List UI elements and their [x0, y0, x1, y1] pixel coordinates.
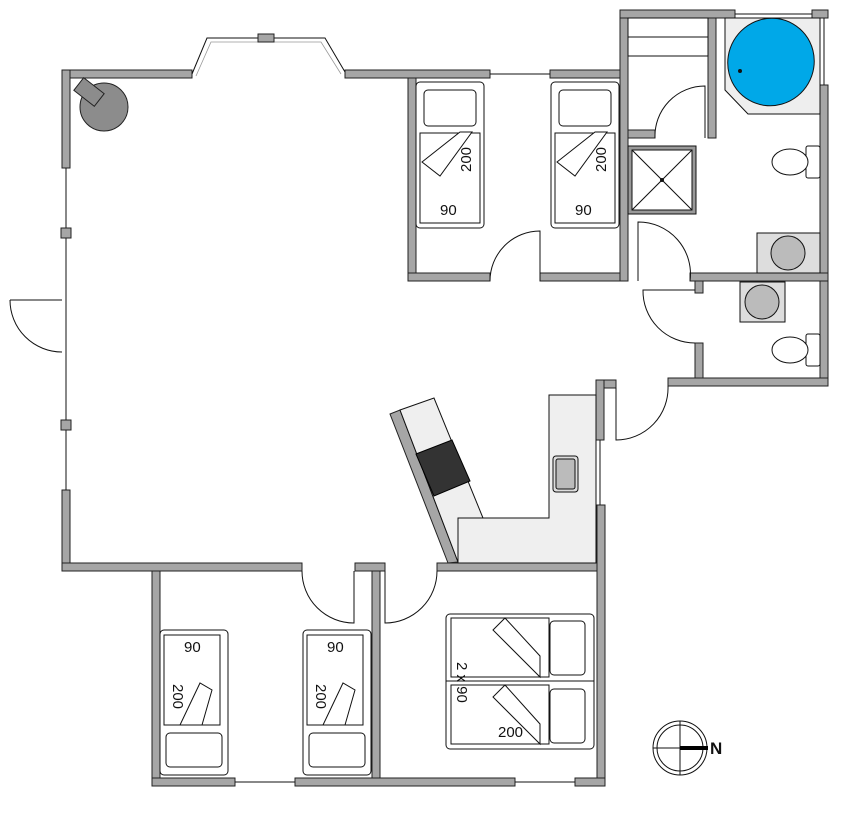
doors	[9, 85, 706, 624]
bed-4: 90 200	[302, 629, 372, 776]
bed-3: 90 200	[159, 629, 229, 776]
walls	[61, 9, 829, 787]
bed-2-width: 90	[575, 202, 592, 219]
double-bed-length: 200	[498, 724, 523, 741]
bed-3-width: 90	[184, 639, 201, 656]
toilet-1	[771, 145, 821, 179]
bed-4-length: 200	[312, 684, 329, 709]
windows	[60, 13, 825, 783]
bed-3-length: 200	[169, 684, 186, 709]
bed-1-width: 90	[440, 202, 457, 219]
north-label: N	[710, 739, 722, 758]
sink-2	[739, 281, 786, 323]
sink-1	[756, 232, 821, 274]
closet	[627, 17, 709, 57]
kitchen-counter	[389, 394, 597, 564]
bed-1-length: 200	[458, 147, 475, 172]
kitchen-sink	[552, 455, 579, 493]
bed-1: 200 90	[415, 81, 485, 229]
bed-2-length: 200	[593, 147, 610, 172]
double-bed-width: 2 x 90	[453, 662, 470, 703]
shower	[627, 145, 697, 215]
corner-bathtub	[724, 17, 821, 115]
round-table-with-chair	[73, 76, 129, 132]
bed-4-width: 90	[327, 639, 344, 656]
north-compass: N	[652, 720, 722, 776]
cooktop	[415, 439, 471, 497]
bed-2: 200 90	[550, 81, 620, 229]
double-bed: 2 x 90 200	[445, 613, 595, 750]
toilet-2	[771, 333, 821, 367]
